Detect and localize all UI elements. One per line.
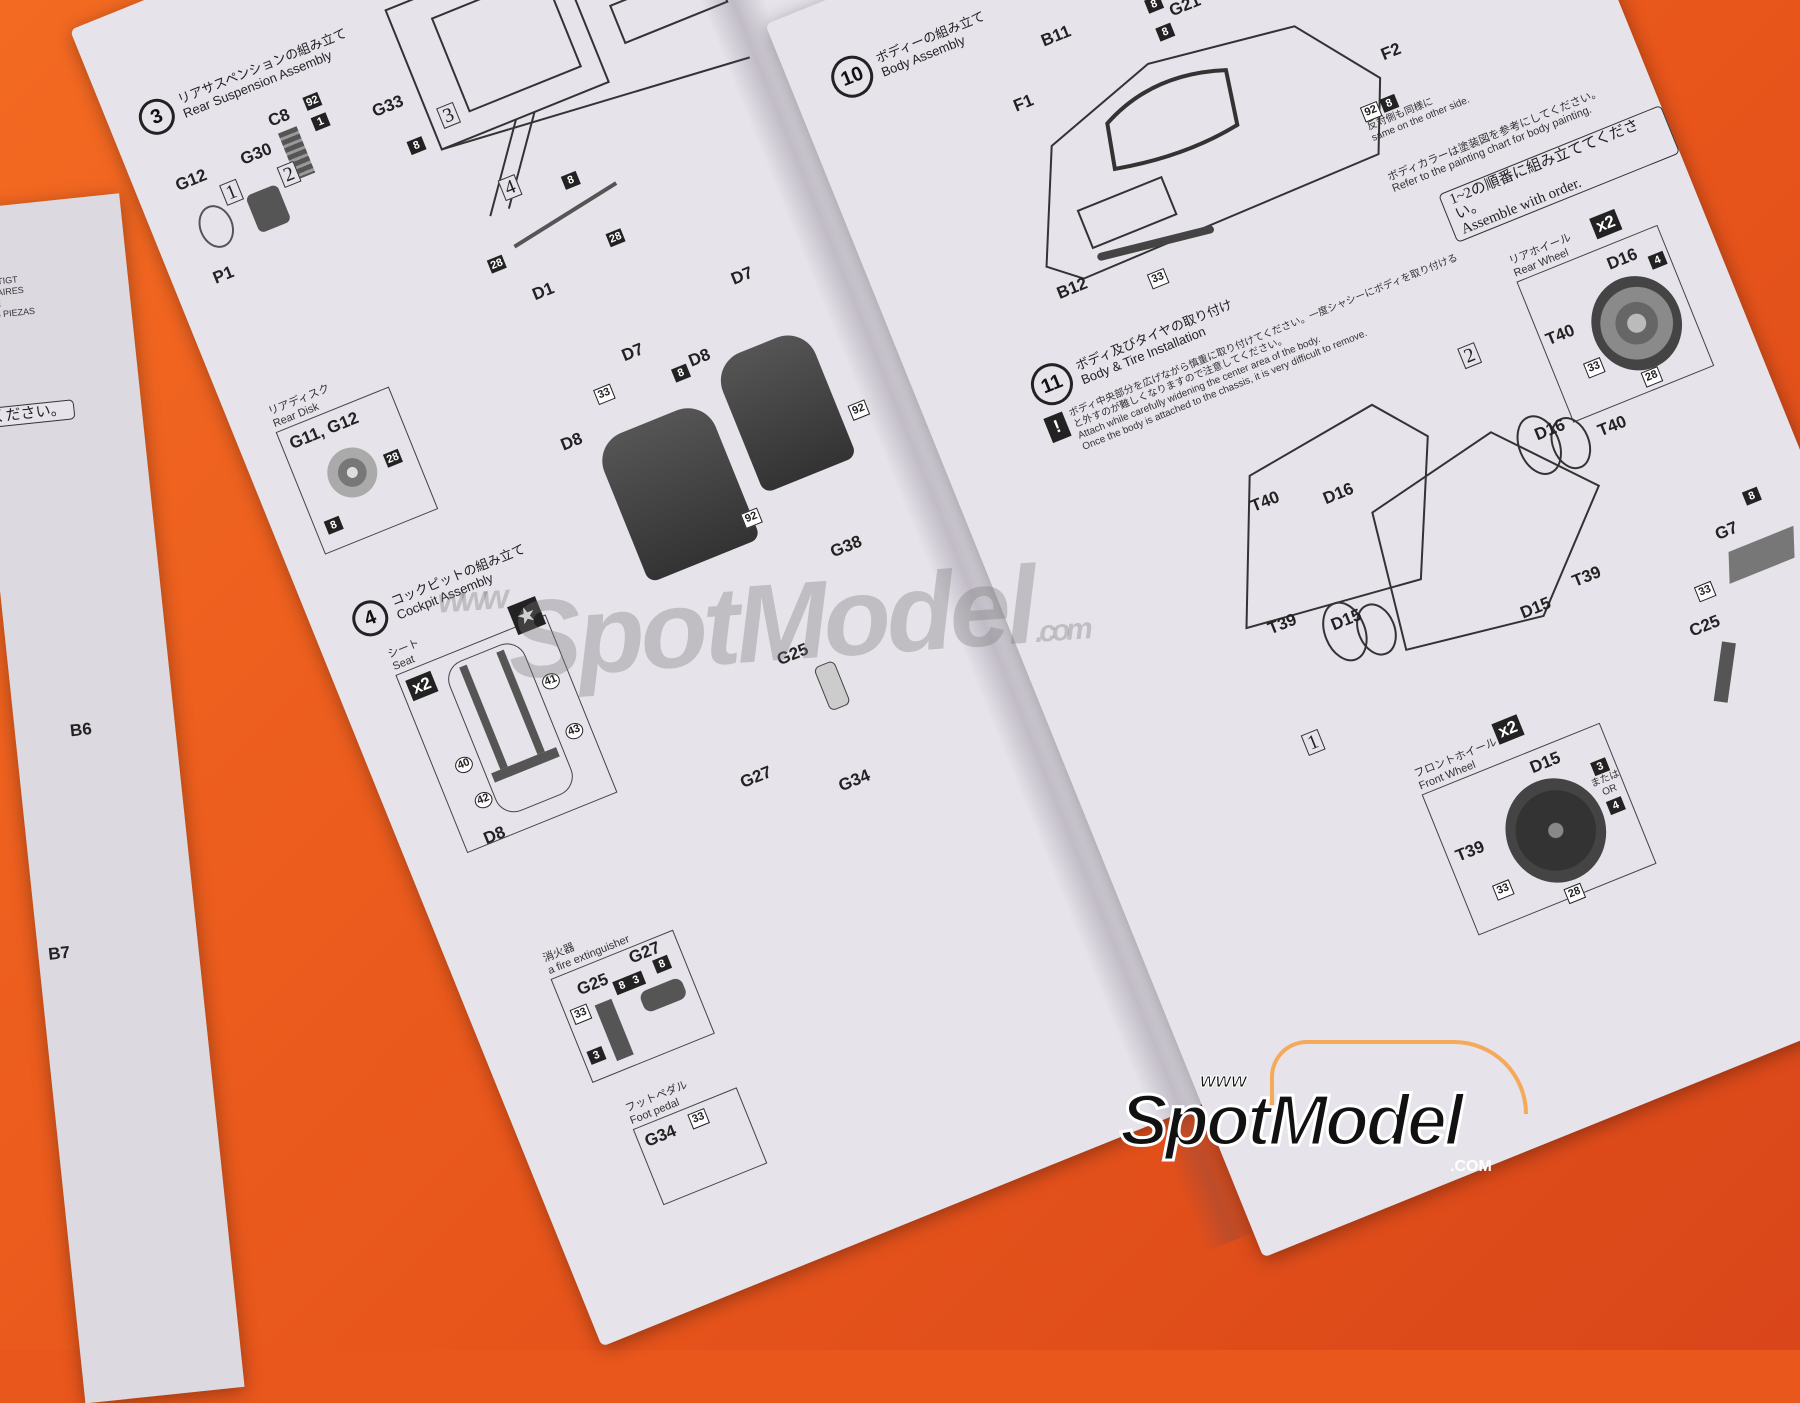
paint-code: 4 — [1647, 250, 1668, 270]
multiplier-badge: x2 — [1491, 714, 1525, 745]
paint-code: 4 — [1605, 796, 1626, 816]
paint-code: 28 — [382, 448, 403, 468]
brake-disk-icon — [192, 199, 241, 254]
paint-code: 33 — [1491, 879, 1515, 901]
step-number: 11 — [1024, 356, 1080, 412]
part-label: T39 — [1452, 836, 1488, 866]
paint-code: 43 — [563, 720, 586, 742]
step-number: 10 — [824, 49, 880, 104]
paint-code: 8 — [1741, 486, 1762, 506]
seat-d8-right — [711, 326, 857, 494]
watermark-com: .com — [1033, 612, 1090, 650]
fire-extinguisher-box: 消火器 a fire extinguisher G25 G27 33 8 3 3… — [541, 929, 715, 1083]
part-label: G34 — [835, 765, 873, 796]
part-label: G7 — [1712, 517, 1741, 544]
instruction-page-left: 1~4の順番に組み立ててください。 Assemble with order. 3… — [70, 0, 1270, 1347]
paint-code: 33 — [1582, 357, 1606, 379]
part-label: G21 — [1166, 0, 1204, 21]
logo-www: www — [1200, 1070, 1248, 1093]
part-label: D7 — [728, 262, 756, 289]
car-body-diagram — [1045, 25, 1382, 280]
paint-code: 33 — [1146, 267, 1170, 290]
part-label: D8 — [685, 344, 714, 371]
foot-pedal-box: フットペダル Foot pedal G34 33 — [624, 1079, 768, 1206]
paint-code: 33 — [1693, 580, 1717, 603]
part-label: G34 — [641, 1121, 679, 1151]
logo-com: .COM — [1450, 1158, 1492, 1175]
part-label: D8 — [557, 428, 586, 455]
part-label: D15 — [1527, 747, 1564, 778]
paint-code: 8 — [670, 363, 692, 383]
paint-code: 33 — [593, 383, 616, 406]
part-label: G27 — [737, 762, 775, 792]
order-note-fragment: ください。 — [0, 399, 76, 429]
sequence-marker: 1 — [219, 178, 245, 206]
front-wheel-box: フロントホイール Front Wheel x2 D15 T39 3 または OR… — [1412, 714, 1657, 936]
instruction-page-right: 10 ボディーの組み立て Body Assembly C23 B8 B11 G2… — [765, 0, 1800, 1258]
rear-disk-box: リアディスク Rear Disk G11, G12 28 8 — [266, 382, 439, 555]
part-label: B11 — [1038, 21, 1074, 51]
paint-code: 1 — [310, 112, 331, 132]
paint-code: 3 — [586, 1045, 607, 1065]
multiplier-badge: x2 — [405, 670, 439, 702]
part-label: C25 — [1686, 611, 1723, 641]
paint-code: 28 — [1563, 882, 1587, 905]
watermark-www: www — [436, 578, 507, 621]
part-label: B7 — [47, 942, 71, 964]
step-number: 3 — [133, 93, 181, 141]
paint-code: 40 — [452, 754, 476, 776]
note-line: DOS PIEZAS — [0, 305, 36, 322]
multilingual-note: ENÖTIGT ESSAIRES ERIE DOS PIEZAS — [0, 273, 36, 322]
step-number: 4 — [346, 594, 394, 642]
rear-frame-diagram — [384, 0, 751, 217]
part-label: D7 — [618, 339, 647, 366]
part-label: D16 — [1604, 244, 1641, 274]
hub-g30-icon — [245, 183, 292, 234]
step-10-header: 10 ボディーの組み立て Body Assembly — [824, 3, 995, 104]
caution-icon: ! — [1043, 411, 1072, 444]
part-label: B6 — [69, 719, 93, 741]
paint-code: 92 — [302, 91, 323, 111]
spotmodel-logo: www SpotModel .COM — [1110, 1040, 1550, 1175]
part-label: P1 — [210, 262, 237, 288]
chassis-body-assembly-diagram — [1245, 403, 1601, 662]
sequence-marker: 1 — [1300, 728, 1326, 757]
logo-brand: SpotModel — [1119, 1080, 1466, 1163]
step-title-jp: リアサスペンションの組み立て — [175, 25, 349, 108]
paint-code: 8 — [323, 515, 344, 535]
paint-code: 8 — [1144, 0, 1165, 14]
disk-icon — [319, 439, 385, 506]
paint-code: 28 — [486, 254, 507, 274]
paint-code: 33 — [569, 1003, 593, 1026]
part-label: T40 — [1594, 411, 1630, 441]
paint-code: 28 — [605, 228, 626, 248]
part-label: G12 — [172, 165, 210, 195]
part-label: G25 — [574, 969, 612, 1000]
paint-code: 33 — [687, 1107, 710, 1130]
seat-d8-left — [593, 399, 761, 584]
wing-stay-c25 — [1713, 641, 1736, 703]
part-label: D1 — [529, 278, 557, 305]
part-label: G30 — [237, 139, 275, 169]
multiplier-badge: x2 — [1589, 208, 1623, 240]
part-label: D8 — [480, 822, 509, 849]
